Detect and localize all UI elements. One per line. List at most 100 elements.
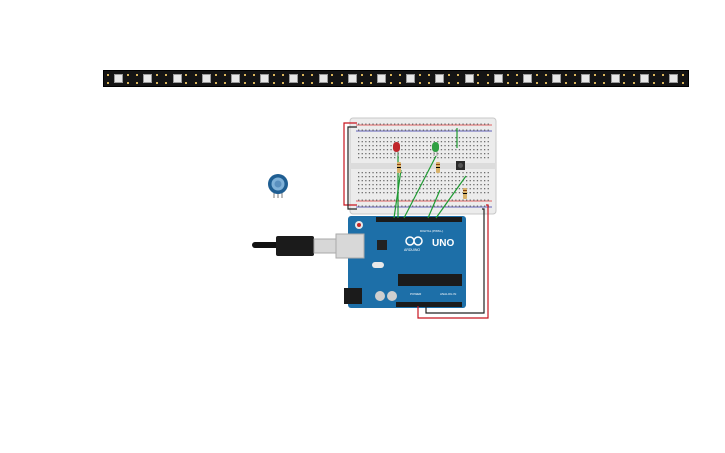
breadboard-hole[interactable] xyxy=(358,153,360,155)
breadboard-hole[interactable] xyxy=(455,184,457,186)
breadboard-hole[interactable] xyxy=(444,192,446,194)
breadboard-hole[interactable] xyxy=(365,123,367,125)
breadboard-hole[interactable] xyxy=(462,141,464,143)
breadboard-hole[interactable] xyxy=(484,149,486,151)
breadboard-hole[interactable] xyxy=(440,188,443,190)
breadboard-hole[interactable] xyxy=(383,176,385,178)
breadboard-hole[interactable] xyxy=(487,199,489,201)
breadboard-hole[interactable] xyxy=(379,145,381,147)
breadboard-hole[interactable] xyxy=(448,145,450,147)
breadboard-hole[interactable] xyxy=(426,129,428,131)
breadboard-hole[interactable] xyxy=(487,172,489,174)
breadboard-hole[interactable] xyxy=(412,153,414,155)
breadboard-hole[interactable] xyxy=(419,176,421,178)
breadboard-hole[interactable] xyxy=(444,172,446,174)
breadboard-hole[interactable] xyxy=(426,149,428,151)
breadboard-hole[interactable] xyxy=(422,188,425,190)
breadboard-hole[interactable] xyxy=(394,199,396,201)
breadboard-hole[interactable] xyxy=(383,192,385,194)
breadboard-hole[interactable] xyxy=(480,137,482,139)
breadboard-hole[interactable] xyxy=(383,137,385,139)
breadboard-hole[interactable] xyxy=(401,172,403,174)
breadboard-hole[interactable] xyxy=(390,192,392,194)
breadboard-hole[interactable] xyxy=(365,149,367,151)
breadboard[interactable] xyxy=(349,117,497,215)
breadboard-hole[interactable] xyxy=(484,176,486,178)
breadboard-hole[interactable] xyxy=(404,188,407,190)
breadboard-hole[interactable] xyxy=(455,129,457,131)
breadboard-hole[interactable] xyxy=(444,123,446,125)
breadboard-hole[interactable] xyxy=(451,145,453,147)
breadboard-hole[interactable] xyxy=(415,137,417,139)
breadboard-hole[interactable] xyxy=(444,184,446,186)
breadboard-hole[interactable] xyxy=(466,141,468,143)
breadboard-hole[interactable] xyxy=(451,176,453,178)
breadboard-hole[interactable] xyxy=(390,141,392,143)
led-strip-pixel[interactable] xyxy=(454,71,483,86)
breadboard-hole[interactable] xyxy=(458,123,461,125)
breadboard-hole[interactable] xyxy=(390,172,392,174)
breadboard-hole[interactable] xyxy=(437,192,439,194)
breadboard-hole[interactable] xyxy=(383,172,385,174)
breadboard-hole[interactable] xyxy=(487,184,489,186)
breadboard-hole[interactable] xyxy=(476,141,479,143)
breadboard-hole[interactable] xyxy=(430,180,432,182)
breadboard-hole[interactable] xyxy=(440,180,443,182)
led-strip[interactable] xyxy=(103,70,689,87)
breadboard-hole[interactable] xyxy=(451,205,453,207)
breadboard-hole[interactable] xyxy=(440,123,443,125)
breadboard-hole[interactable] xyxy=(487,153,489,155)
breadboard-hole[interactable] xyxy=(419,137,421,139)
breadboard-hole[interactable] xyxy=(372,129,374,131)
breadboard-hole[interactable] xyxy=(358,141,360,143)
breadboard-hole[interactable] xyxy=(430,157,432,159)
breadboard-hole[interactable] xyxy=(394,184,396,186)
breadboard-hole[interactable] xyxy=(469,149,471,151)
breadboard-hole[interactable] xyxy=(473,129,475,131)
breadboard-hole[interactable] xyxy=(455,180,457,182)
breadboard-hole[interactable] xyxy=(408,199,410,201)
breadboard-hole[interactable] xyxy=(437,129,439,131)
breadboard-hole[interactable] xyxy=(469,141,471,143)
breadboard-hole[interactable] xyxy=(469,153,471,155)
breadboard-hole[interactable] xyxy=(476,192,479,194)
led-strip-pixel[interactable] xyxy=(396,71,425,86)
breadboard-hole[interactable] xyxy=(444,141,446,143)
breadboard-hole[interactable] xyxy=(469,176,471,178)
breadboard-hole[interactable] xyxy=(376,172,378,174)
breadboard-hole[interactable] xyxy=(455,192,457,194)
breadboard-hole[interactable] xyxy=(358,192,360,194)
breadboard-hole[interactable] xyxy=(379,192,381,194)
breadboard-hole[interactable] xyxy=(476,157,479,159)
breadboard-hole[interactable] xyxy=(426,176,428,178)
breadboard-hole[interactable] xyxy=(437,188,439,190)
breadboard-hole[interactable] xyxy=(365,157,367,159)
breadboard-hole[interactable] xyxy=(419,205,421,207)
breadboard-hole[interactable] xyxy=(376,129,378,131)
breadboard-hole[interactable] xyxy=(440,129,443,131)
breadboard-hole[interactable] xyxy=(440,145,443,147)
breadboard-hole[interactable] xyxy=(484,199,486,201)
led-strip-pixel[interactable] xyxy=(250,71,279,86)
breadboard-hole[interactable] xyxy=(426,141,428,143)
breadboard-hole[interactable] xyxy=(390,205,392,207)
breadboard-hole[interactable] xyxy=(358,129,360,131)
breadboard-hole[interactable] xyxy=(401,145,403,147)
breadboard-hole[interactable] xyxy=(466,137,468,139)
breadboard-hole[interactable] xyxy=(448,180,450,182)
breadboard-hole[interactable] xyxy=(448,172,450,174)
breadboard-hole[interactable] xyxy=(379,149,381,151)
breadboard-hole[interactable] xyxy=(433,137,435,139)
breadboard-hole[interactable] xyxy=(462,157,464,159)
breadboard-hole[interactable] xyxy=(412,141,414,143)
breadboard-hole[interactable] xyxy=(480,184,482,186)
breadboard-hole[interactable] xyxy=(455,141,457,143)
breadboard-hole[interactable] xyxy=(368,149,371,151)
breadboard-hole[interactable] xyxy=(401,188,403,190)
breadboard-hole[interactable] xyxy=(455,176,457,178)
breadboard-hole[interactable] xyxy=(372,188,374,190)
breadboard-hole[interactable] xyxy=(358,184,360,186)
breadboard-hole[interactable] xyxy=(473,205,475,207)
breadboard-hole[interactable] xyxy=(451,188,453,190)
breadboard-hole[interactable] xyxy=(430,137,432,139)
